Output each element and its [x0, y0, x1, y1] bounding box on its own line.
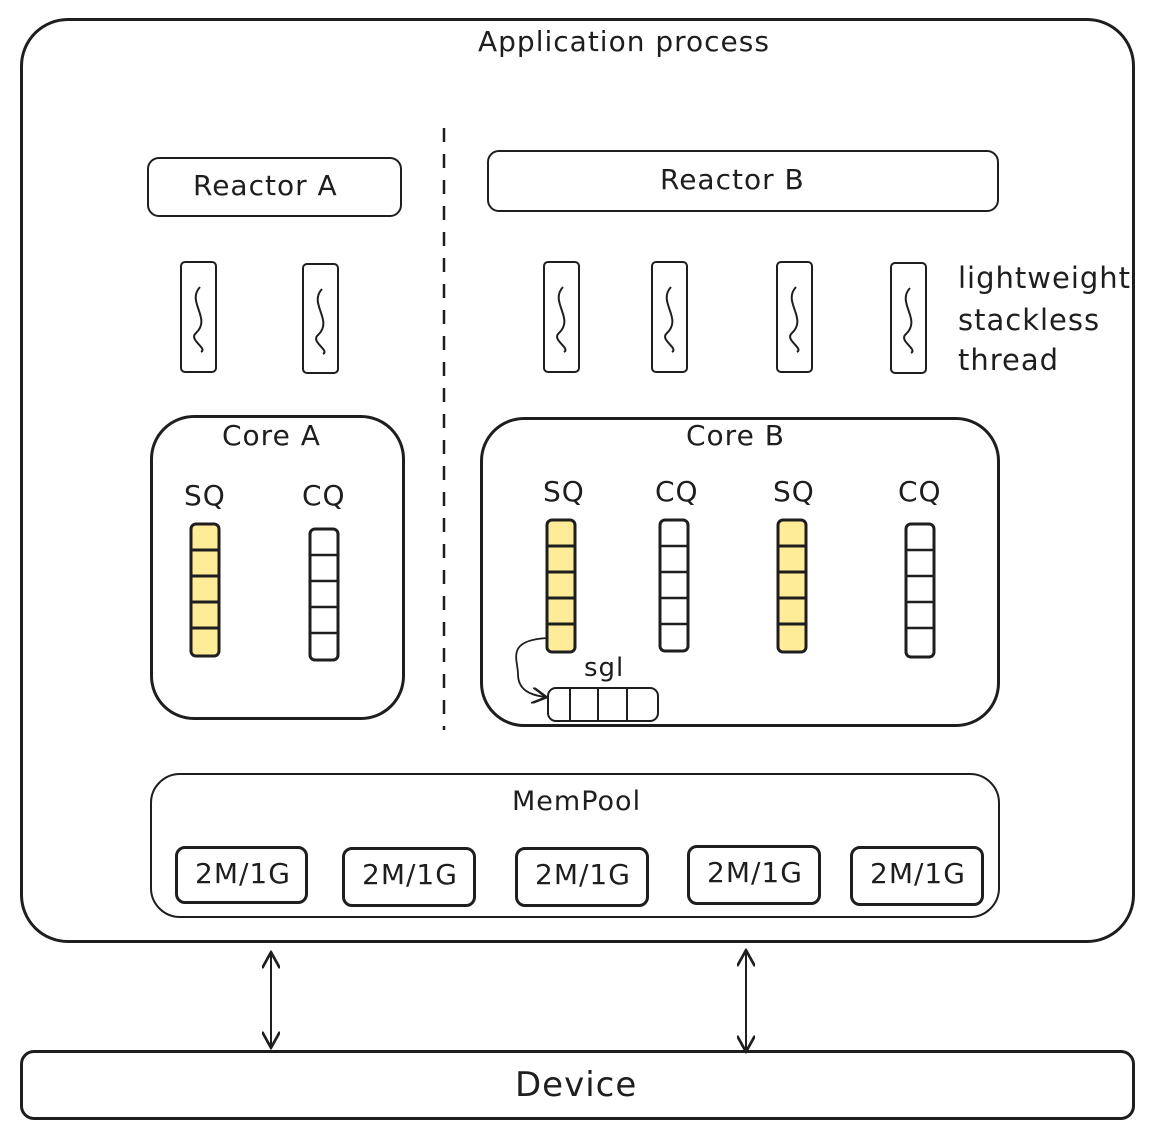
thread-note-line-2: stackless: [958, 303, 1101, 337]
mempool-page-2-label: 2M/1G: [362, 858, 458, 891]
core-b-queue-label-cq-1: CQ: [655, 475, 699, 508]
mempool-page-4: [687, 845, 821, 905]
thread-note-line-3: thread: [958, 343, 1060, 377]
core-a-queue-label-cq: CQ: [302, 479, 346, 512]
core-b-box: [480, 417, 1000, 727]
sgl-label: sgl: [584, 653, 625, 683]
core-b-queue-label-cq-2: CQ: [898, 475, 942, 508]
application-process-title: Application process: [478, 25, 770, 58]
core-b-cq-queue-1: [658, 518, 690, 653]
mempool-page-2: [342, 847, 476, 907]
mempool-page-5: [850, 846, 984, 906]
core-b-queue-label-sq-2: SQ: [773, 475, 815, 508]
core-a-box: [150, 415, 405, 720]
mempool-box: [150, 773, 1000, 918]
core-a-queue-label-sq: SQ: [184, 479, 226, 512]
thread-icon-b2: [651, 261, 688, 373]
device-label: Device: [515, 1065, 638, 1105]
core-b-cq-queue-2: [904, 522, 936, 659]
thread-icon-b1: [543, 261, 580, 373]
device-box: [20, 1050, 1135, 1120]
mempool-page-4-label: 2M/1G: [707, 856, 803, 889]
mempool-page-5-label: 2M/1G: [870, 857, 966, 890]
core-b-sq-queue-2: [776, 518, 808, 654]
thread-icon-b4: [890, 262, 927, 374]
sq-to-sgl-arrow: [515, 637, 548, 697]
mempool-page-1: [175, 846, 308, 904]
mempool-page-1-label: 2M/1G: [195, 857, 291, 890]
reactor-a-label: Reactor A: [193, 169, 338, 202]
mempool-page-3-label: 2M/1G: [535, 858, 631, 891]
reactor-b-label: Reactor B: [660, 163, 805, 196]
thread-icon-a1: [180, 261, 217, 373]
thread-icon-b3: [776, 261, 813, 373]
core-a-label: Core A: [222, 419, 321, 452]
core-a-sq-queue: [189, 522, 221, 658]
sgl-list: [547, 687, 659, 722]
reactor-b-box: [487, 150, 999, 212]
mempool-title: MemPool: [512, 786, 642, 817]
core-b-label: Core B: [686, 419, 785, 452]
application-process-box: [20, 18, 1135, 943]
core-b-sq-queue-1: [545, 518, 577, 654]
core-b-queue-label-sq-1: SQ: [543, 475, 585, 508]
core-a-cq-queue: [308, 527, 340, 662]
reactor-a-box: [147, 157, 402, 217]
thread-note-line-1: lightweight: [958, 261, 1132, 295]
thread-icon-a2: [302, 263, 339, 374]
mempool-page-3: [515, 847, 649, 907]
